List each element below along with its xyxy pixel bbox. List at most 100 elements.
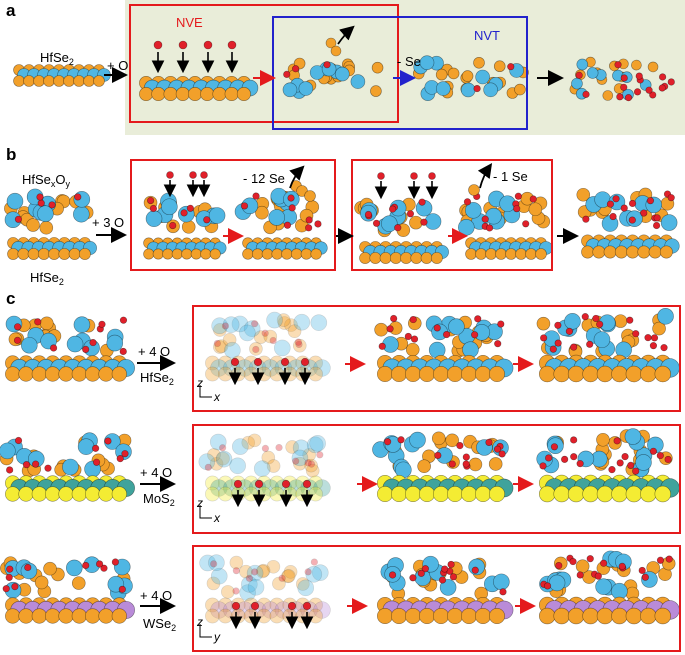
sulfur-atom	[85, 486, 101, 502]
atom-layer	[0, 37, 680, 630]
oxygen-atom	[37, 199, 45, 207]
selenium-atom	[370, 85, 382, 97]
hafnium-atom	[305, 565, 323, 583]
oxygen-atom	[628, 216, 636, 224]
selenium-atom	[217, 608, 233, 624]
panel-a-substrate: HfSe2	[40, 50, 74, 67]
hafnium-atom	[208, 207, 226, 224]
oxygen-atom	[6, 466, 14, 474]
sulfur-atom	[625, 485, 643, 503]
oxygen-atom	[665, 555, 673, 563]
selenium-atom	[5, 366, 21, 382]
oxygen-atom	[575, 71, 583, 79]
axis-c3-z: z	[196, 615, 203, 629]
selenium-atom	[374, 322, 388, 337]
selenium-atom	[205, 355, 220, 371]
oxygen-atom	[210, 560, 218, 568]
hafnium-atom	[483, 82, 498, 98]
selenium-atom	[536, 316, 551, 331]
hafnium-atom	[243, 320, 261, 337]
selenium-atom	[26, 218, 40, 232]
sulfur-atom	[98, 486, 114, 502]
box-b1	[130, 159, 336, 271]
selenium-atom	[269, 597, 285, 613]
selenium-atom	[460, 365, 477, 382]
selenium-atom	[404, 607, 421, 624]
nve-box	[129, 4, 399, 123]
selenium-atom	[330, 45, 342, 57]
selenium-atom	[236, 86, 251, 102]
oxygen-atom	[549, 345, 557, 353]
oxygen-atom	[640, 209, 648, 217]
oxygen-atom	[149, 204, 158, 213]
selenium-atom	[213, 340, 227, 354]
oxygen-atom	[254, 479, 264, 489]
oxygen-atom	[420, 218, 428, 226]
selenium-atom	[475, 248, 487, 260]
oxygen-atom	[649, 91, 657, 99]
oxygen-atom	[582, 90, 590, 98]
oxygen-atom	[32, 460, 40, 468]
oxygen-atom	[462, 453, 470, 461]
selenium-atom	[488, 365, 505, 382]
selenium-atom	[535, 248, 547, 260]
selenium-atom	[435, 68, 448, 81]
hafnium-atom	[571, 77, 583, 90]
selenium-atom	[304, 458, 318, 473]
sulfur-atom	[45, 486, 61, 502]
selenium-atom	[17, 248, 30, 260]
oxygen-atom	[550, 443, 559, 451]
oxygen-atom	[269, 336, 277, 345]
oxygen-atom	[624, 94, 633, 102]
sulfur-atom	[567, 485, 585, 503]
selenium-atom	[45, 366, 61, 382]
hafnium-atom	[65, 559, 83, 577]
tungsten-atom	[313, 601, 331, 619]
oxygen-atom	[278, 574, 286, 582]
oxygen-atom	[300, 357, 310, 367]
panel-c-add-oxygen-3: + 4 O	[140, 588, 172, 603]
hafnium-atom	[334, 66, 350, 82]
selenium-atom	[432, 365, 449, 382]
oxygen-atom	[499, 588, 507, 596]
selenium-atom	[626, 245, 640, 259]
oxygen-atom	[104, 437, 112, 445]
oxygen-atom	[240, 202, 249, 210]
selenium-atom	[181, 220, 196, 234]
sulfur-atom	[282, 486, 298, 502]
hafnium-atom	[409, 431, 426, 449]
oxygen-atom	[5, 573, 13, 582]
hafnium-atom	[291, 449, 309, 467]
oxygen-atom	[570, 453, 578, 461]
sulfur-atom	[460, 485, 477, 502]
axis-c3-h: y	[213, 630, 221, 644]
hafnium-atom	[210, 359, 228, 377]
hafnium-atom	[208, 554, 225, 571]
hafnium-atom	[293, 313, 311, 331]
oxygen-atom	[231, 601, 241, 611]
selenium-atom	[287, 324, 302, 339]
oxygen-atom	[14, 436, 23, 445]
oxygen-atom	[302, 479, 312, 489]
hafnium-atom	[419, 55, 435, 70]
oxygen-atom	[652, 221, 661, 230]
selenium-atom	[647, 61, 659, 73]
selenium-atom	[659, 245, 673, 259]
oxygen-atom	[582, 215, 590, 223]
selenium-atom	[640, 365, 657, 383]
panel-c-add-oxygen-2: + 4 O	[140, 465, 172, 480]
oxygen-atom	[119, 316, 128, 324]
hafnium-atom	[239, 324, 256, 342]
oxygen-atom	[100, 564, 108, 572]
hafnium-atom	[0, 442, 16, 460]
selenium-atom	[209, 456, 224, 471]
selenium-atom	[379, 252, 392, 264]
sulfur-atom	[582, 485, 599, 503]
selenium-atom	[205, 366, 220, 382]
selenium-atom	[304, 190, 316, 202]
selenium-atom	[284, 318, 298, 332]
hafnium-atom	[660, 214, 678, 231]
selenium-atom	[376, 365, 393, 382]
oxygen-atom	[473, 84, 481, 93]
oxygen-atom	[644, 334, 652, 342]
